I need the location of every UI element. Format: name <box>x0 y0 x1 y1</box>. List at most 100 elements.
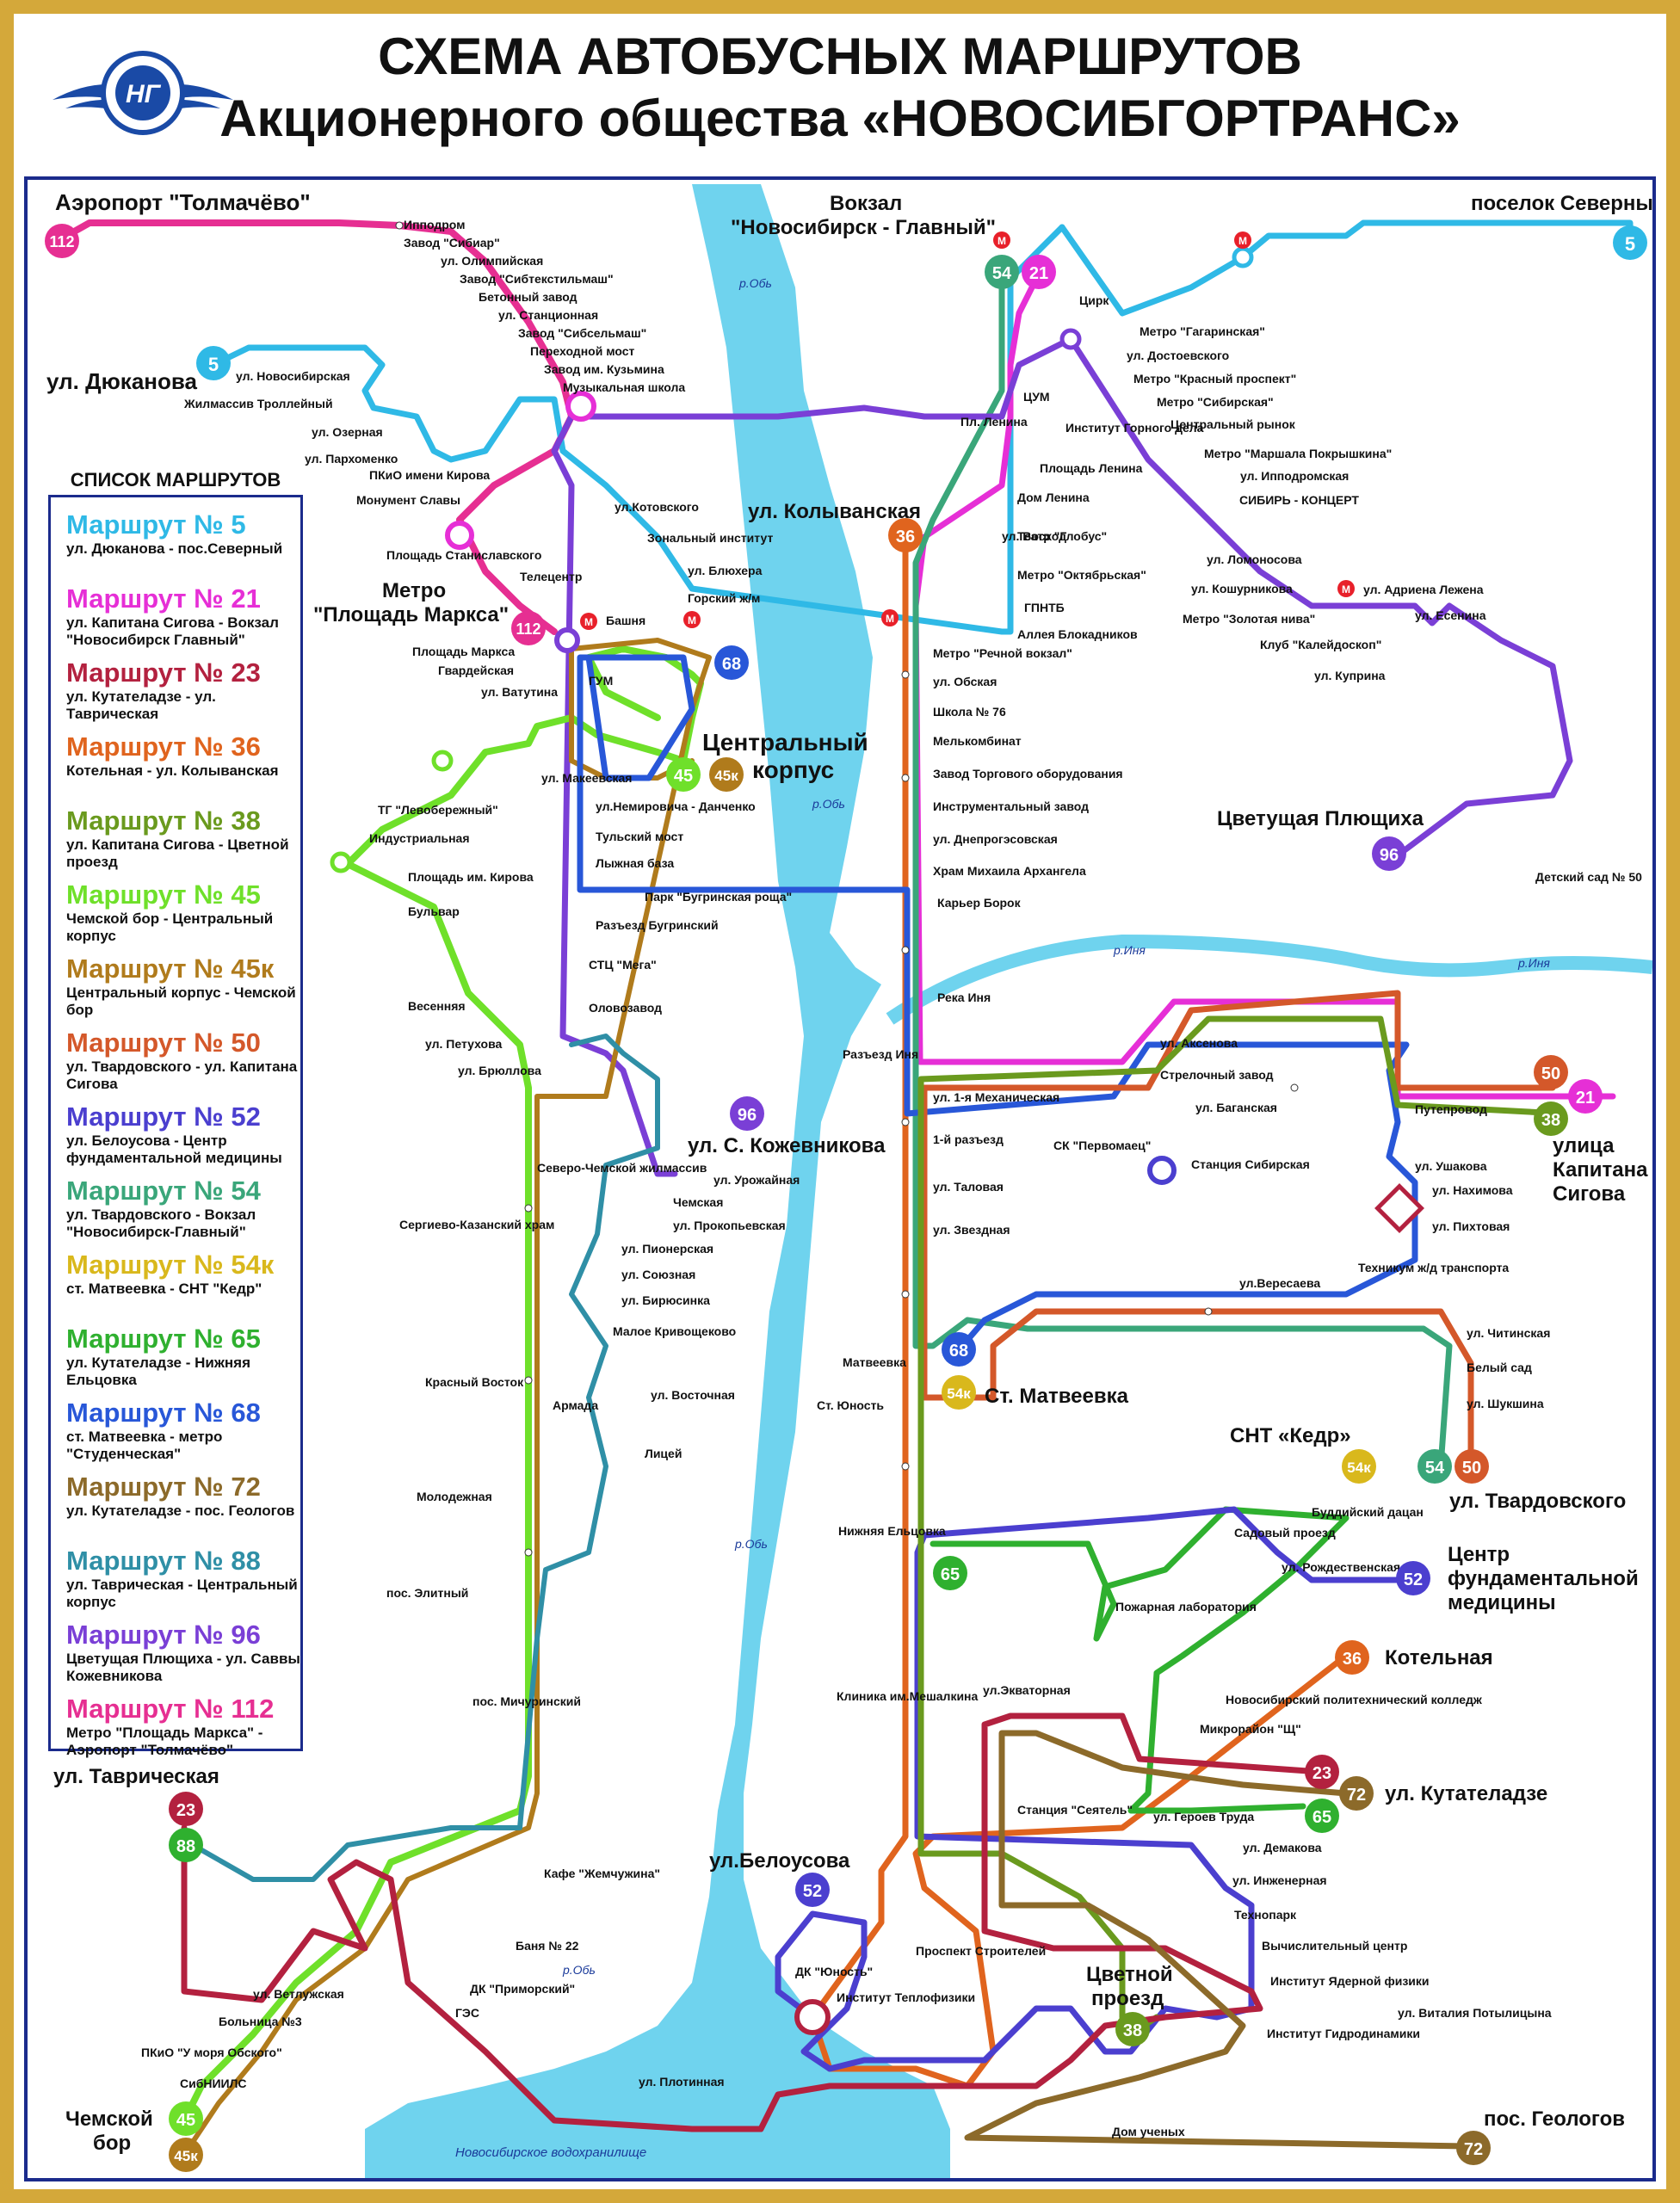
route-50-line <box>921 990 1556 1470</box>
hub-circus <box>1059 328 1082 350</box>
badge-45-central: 45 <box>666 757 701 792</box>
stop-label: ул. Урожайная <box>713 1173 800 1187</box>
svg-text:72: 72 <box>1464 2140 1483 2159</box>
svg-text:5: 5 <box>208 354 219 375</box>
stop-label: Стрелочный завод <box>1160 1068 1274 1082</box>
stop-label: Музыкальная школа <box>563 380 685 394</box>
novosibgortrans-logo: НГ <box>52 51 233 135</box>
stop-label: Матвеевка <box>843 1355 906 1369</box>
svg-text:54к: 54к <box>1347 1459 1371 1476</box>
stop-label: ул. Демакова <box>1243 1841 1322 1854</box>
svg-text:M: M <box>1342 583 1350 595</box>
badge-5-dyukanova: 5 <box>196 346 231 380</box>
badge-38-tsvetnoy: 38 <box>1115 2012 1150 2046</box>
route-lines <box>59 219 1634 2157</box>
title-line2: Акционерного общества «НОВОСИБГОРТРАНС» <box>219 89 1461 147</box>
svg-text:65: 65 <box>941 1565 960 1584</box>
legend-route-desc: Метро "Площадь Маркса" - Аэропорт "Толма… <box>66 1725 263 1758</box>
svg-text:96: 96 <box>1380 846 1399 865</box>
svg-text:96: 96 <box>738 1106 757 1125</box>
stop-label: ул. Нахимова <box>1432 1183 1513 1197</box>
svg-text:52: 52 <box>1404 1570 1423 1589</box>
stop-label: Сергиево-Казанский храм <box>399 1218 554 1231</box>
badge-112-airport: 112 <box>45 224 79 258</box>
stop-label: Карьер Борок <box>937 896 1022 910</box>
svg-text:36: 36 <box>896 528 915 546</box>
svg-text:72: 72 <box>1347 1786 1366 1805</box>
legend-route-name: Маршрут № 72 <box>66 1472 261 1502</box>
badge-54k-kedr: 54к <box>1342 1449 1376 1484</box>
stop-label: ул. Ушакова <box>1415 1159 1487 1173</box>
metro-icon: M <box>580 613 597 630</box>
label-belousova: ул.Белоусова <box>709 1849 850 1873</box>
stop-mark <box>901 1462 910 1471</box>
stop-label: ул.Вересаева <box>1239 1276 1320 1290</box>
metro-icon: M <box>1234 231 1251 249</box>
route-88-line <box>190 1034 660 1882</box>
badge-36-kolyvanskaya: 36 <box>888 518 923 552</box>
badge-68-studencheskaya: 68 <box>714 645 749 680</box>
stop-label: ул. Союзная <box>621 1268 695 1281</box>
svg-text:23: 23 <box>1312 1764 1331 1783</box>
badge-96-plyushchikha: 96 <box>1372 836 1406 871</box>
legend-route-desc: ул. Кутателадзе - пос. Геологов <box>66 1503 295 1519</box>
svg-text:45: 45 <box>176 2111 195 2130</box>
stop-label: 1-й разъезд <box>933 1132 1004 1146</box>
hub-zaeltsovskaya <box>1232 246 1254 268</box>
stop-label: ул. Достоевского <box>1127 349 1229 362</box>
stop-label: ул. Таловая <box>933 1180 1004 1194</box>
stop-label: Институт Ядерной физики <box>1270 1974 1430 1988</box>
stop-mark <box>1290 1083 1299 1092</box>
stop-label: Клуб "Калейдоскоп" <box>1260 638 1381 651</box>
label-tavricheskaya: ул. Таврическая <box>53 1765 219 1788</box>
badge-45k-chemskoy: 45к <box>169 2138 203 2172</box>
svg-text:88: 88 <box>176 1837 195 1856</box>
route-5-line-west <box>213 224 1065 635</box>
legend-route-desc: ул. Твардовского - ул. Капитана Сигова <box>66 1058 298 1092</box>
stop-label: Цирк <box>1079 293 1109 307</box>
legend-route-name: Маршрут № 5 <box>66 509 246 540</box>
stop-label: ул. Шукшина <box>1467 1397 1544 1410</box>
stop-label: Храм Михаила Архангела <box>933 864 1086 878</box>
stop-label: ГЭС <box>455 2006 479 2020</box>
stop-label: ДК "Юность" <box>795 1965 873 1978</box>
stop-label: Институт Гидродинамики <box>1267 2027 1420 2040</box>
metro-icon: M <box>881 609 899 626</box>
legend-route-name: Маршрут № 88 <box>66 1546 261 1576</box>
stop-marks <box>395 221 1299 1557</box>
stop-label: Бульвар <box>408 904 460 918</box>
stop-label: Монумент Славы <box>356 493 460 507</box>
stop-label: Лицей <box>645 1447 682 1460</box>
stop-label: Проспект Строителей <box>916 1944 1046 1958</box>
stop-label: Детский сад № 50 <box>1535 870 1642 884</box>
stop-label: Река Иня <box>937 990 991 1004</box>
legend-route-name: Маршрут № 68 <box>66 1398 261 1428</box>
stop-label: ул. Олимпийская <box>441 254 543 268</box>
stop-label: ГУМ <box>589 674 613 688</box>
stop-label: Индустриальная <box>369 831 470 845</box>
page-title: СХЕМА АВТОБУСНЫХ МАРШРУТОВ Акционерного … <box>0 26 1680 150</box>
legend-route-name: Маршрут № 112 <box>66 1694 275 1724</box>
stop-label: ул.Котовского <box>615 500 699 514</box>
route-65-line <box>930 1506 1350 1814</box>
stop-label: Дом ученых <box>1112 2125 1185 2138</box>
stop-labels: Ипподром Завод "Сибиар" ул. Олимпийская … <box>141 218 1642 2138</box>
place-labels: Аэропорт "Толмачёво" Вокзал "Новосибирск… <box>46 189 1652 2155</box>
svg-text:112: 112 <box>49 233 74 250</box>
stop-mark <box>901 774 910 782</box>
stop-label: Завод "Сибсельмаш" <box>518 326 646 340</box>
label-tvardovskogo: ул. Твардовского <box>1449 1490 1626 1513</box>
stop-label: Метро "Речной вокзал" <box>933 646 1072 660</box>
metro-icon: M <box>683 611 701 628</box>
stop-mark <box>901 670 910 679</box>
stop-label: ул. Ипподромская <box>1240 469 1349 483</box>
badge-65-kutateladze: 65 <box>1305 1799 1339 1833</box>
stop-label: Вычислительный центр <box>1262 1939 1407 1953</box>
